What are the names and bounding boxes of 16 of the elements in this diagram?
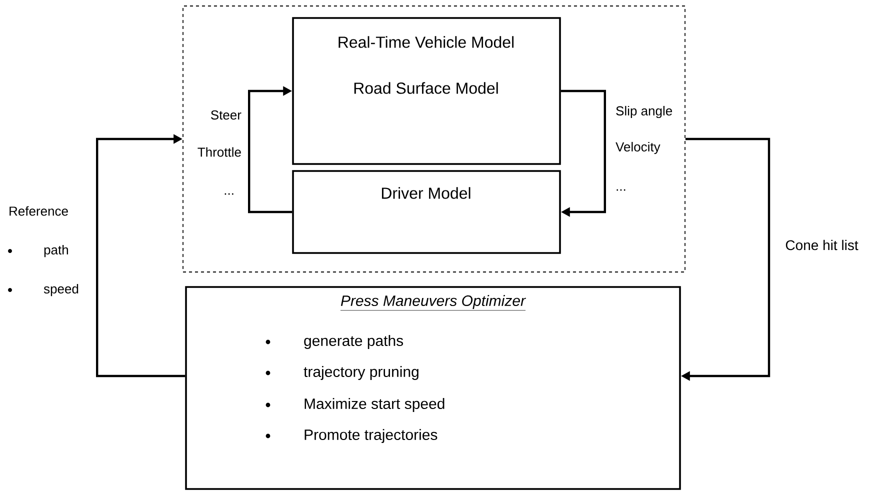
edge-label: Cone hit list [784,238,860,252]
model-box: Driver Model [292,170,561,254]
signal-label: Steer [211,110,242,120]
signal-label: Reference [10,206,68,216]
arrow [248,86,292,214]
bullet-item: speed [8,284,78,296]
optimizer-box: Press Maneuvers Optimizer generate paths trajectory pruning Maximize start speed Promote trajectories [185,286,681,490]
arrow [560,90,606,217]
bullet-item: path [8,244,68,258]
model-box: Real-Time Vehicle Model Road Surface Model [292,17,561,165]
signal-label: ... [224,193,234,195]
signal-label: Throttle [198,147,241,157]
signal-label: ... [616,189,626,191]
signal-label: Slip angle [616,106,672,118]
signal-label: Velocity [616,142,660,154]
arrow [96,134,186,378]
